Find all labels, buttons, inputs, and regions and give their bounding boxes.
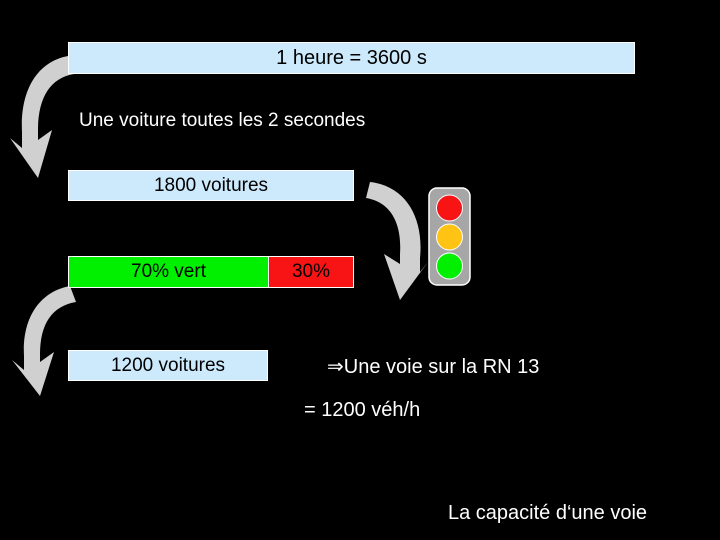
count-text: 1800 voitures bbox=[153, 174, 269, 196]
green-share-label: 70% vert bbox=[131, 261, 206, 282]
curved-arrow-bottom-icon bbox=[12, 286, 76, 396]
lane-conclusion-text: ⇒Une voie sur la RN 13 bbox=[327, 356, 540, 378]
subtitle-text: Une voiture toutes les 2 secondes bbox=[79, 110, 366, 131]
green-lamp-icon bbox=[436, 252, 463, 280]
yellow-lamp-icon bbox=[436, 223, 463, 251]
count-box: 1800 voitures bbox=[68, 170, 354, 201]
rate-text: = 1200 véh/h bbox=[304, 399, 421, 421]
capacity-caption-text: La capacité d‘une voie bbox=[448, 502, 648, 524]
red-lamp-icon bbox=[436, 194, 463, 222]
result-box: 1200 voitures bbox=[68, 350, 268, 381]
result-text: 1200 voitures bbox=[110, 354, 226, 376]
traffic-light-icon bbox=[428, 187, 471, 286]
curved-arrow-middle-icon bbox=[366, 182, 428, 300]
red-share-bar: 30% bbox=[268, 256, 354, 288]
red-share-label: 30% bbox=[291, 261, 331, 282]
title-text: 1 heure = 3600 s bbox=[276, 46, 427, 69]
curved-arrow-top-icon bbox=[10, 56, 74, 178]
title-banner: 1 heure = 3600 s bbox=[68, 42, 635, 74]
green-share-bar: 70% vert bbox=[68, 256, 269, 288]
